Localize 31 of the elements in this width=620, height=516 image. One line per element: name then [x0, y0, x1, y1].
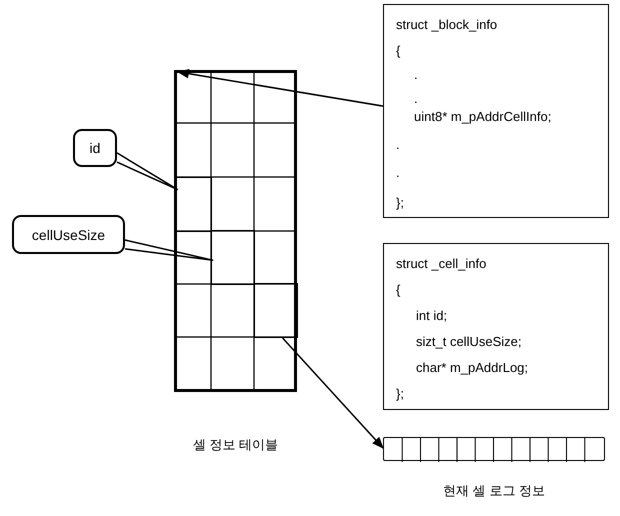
code-box [383, 4, 609, 218]
code-line: int id; [416, 308, 448, 324]
code-line: }; [396, 195, 404, 211]
code-line: . [414, 91, 418, 107]
node-label: 셀 정보 테이블 [192, 436, 280, 454]
arrow [282, 338, 384, 449]
code-line: struct _block_info [396, 17, 498, 33]
callout-tail [116, 152, 179, 190]
code-line: . [396, 165, 400, 181]
code-line: { [396, 282, 400, 298]
code-line: sizt_t cellUseSize; [416, 334, 522, 350]
cell-info-table [174, 70, 297, 392]
code-line: }; [396, 386, 404, 402]
log-array-bar [383, 437, 605, 461]
code-line: . [414, 67, 418, 83]
code-line: { [396, 43, 400, 59]
code-line: char* m_pAddrLog; [416, 360, 528, 376]
table-cell [211, 230, 255, 285]
table-cell [254, 283, 298, 338]
code-box [383, 243, 609, 410]
callout-tail [124, 239, 214, 262]
code-line: uint8* m_pAddrCellInfo; [414, 109, 552, 125]
callout-label: cellUseSize [32, 226, 106, 242]
table-cell [176, 177, 212, 232]
code-line: . [396, 137, 400, 153]
node-label: 현재 셀 로그 정보 [442, 482, 546, 500]
code-line: struct _cell_info [396, 256, 486, 272]
callout-bubble [12, 215, 125, 254]
callout-bubble [73, 129, 117, 167]
callout-label: id [90, 140, 100, 156]
arrow [176, 68, 384, 107]
